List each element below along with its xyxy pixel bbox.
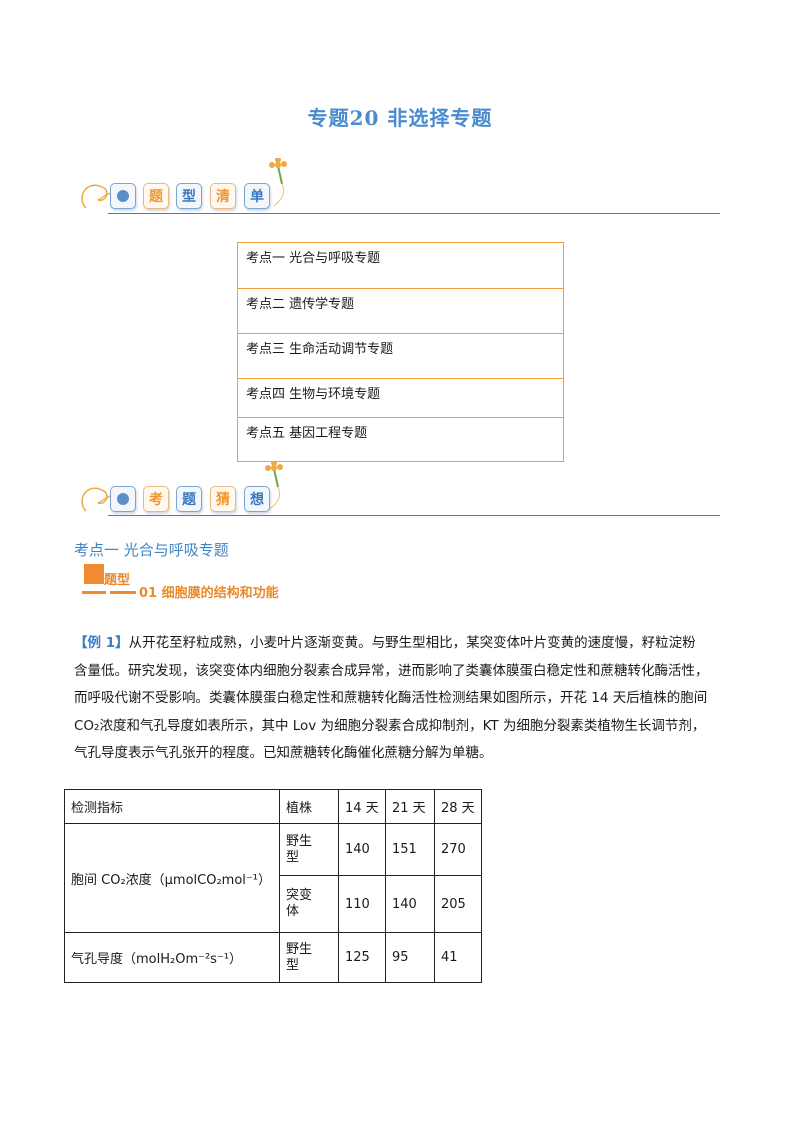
table-cell-metric: 气孔导度（molH₂Om⁻²s⁻¹）: [64, 932, 280, 983]
banner-char-2: 型: [176, 183, 202, 209]
banner-divider: [108, 515, 720, 516]
banner-char-2: 题: [176, 486, 202, 512]
table-cell: 110: [338, 875, 386, 933]
table-cell: 140: [338, 823, 386, 876]
table-row: 胞间 CO₂浓度（μmolCO₂mol⁻¹） 野生型 140 151 270: [64, 823, 482, 933]
dot-icon: [117, 493, 129, 505]
table-header-cell: 14 天: [338, 789, 386, 824]
banner-char-3: 猜: [210, 486, 236, 512]
example-line: CO₂浓度和气孔导度如表所示，其中 Lov 为细胞分裂素合成抑制剂，KT 为细胞…: [74, 717, 706, 734]
table-row: 气孔导度（molH₂Om⁻²s⁻¹） 野生型 125 95 41: [64, 932, 482, 983]
type-underline: [82, 591, 106, 594]
example-line: 气孔导度表示气孔张开的程度。已知蔗糖转化酶催化蔗糖分解为单糖。: [74, 745, 493, 761]
example-line: 【例 1】从开花至籽粒成熟，小麦叶片逐渐变黄。与野生型相比，某突变体叶片变黄的速…: [74, 635, 696, 651]
measurement-table: 检测指标 植株 14 天 21 天 28 天 胞间 CO₂浓度（μmolCO₂m…: [64, 789, 482, 983]
table-cell: 125: [338, 932, 386, 983]
dot-icon: [117, 190, 129, 202]
topic-item: 考点四 生物与环境专题: [238, 379, 563, 418]
topic-item: 考点五 基因工程专题: [246, 426, 368, 441]
table-cell: 95: [385, 932, 435, 983]
table-header-cell: 检测指标: [64, 789, 280, 824]
table-row: 突变体 110 140 205: [65, 875, 482, 933]
banner-char-1: 考: [143, 486, 169, 512]
table-cell: 270: [434, 823, 482, 876]
banner-char-3: 清: [210, 183, 236, 209]
table-cell: 野生型: [279, 823, 339, 876]
table-cell: 205: [434, 875, 482, 933]
example-paragraph: 【例 1】从开花至籽粒成熟，小麦叶片逐渐变黄。与野生型相比，某突变体叶片变黄的速…: [74, 630, 734, 768]
table-cell: 140: [385, 875, 435, 933]
banner-dot-box: [110, 486, 136, 512]
type-label: 题型: [104, 573, 131, 588]
table-header-cell: 植株: [279, 789, 339, 824]
banner-char-4: 单: [244, 183, 270, 209]
example-line: 而呼吸代谢不受影响。类囊体膜蛋白稳定性和蔗糖转化酶活性检测结果如图所示，开花 1…: [74, 690, 708, 706]
table-cell: 151: [385, 823, 435, 876]
table-header-row: 检测指标 植株 14 天 21 天 28 天: [64, 789, 482, 824]
section-title: 考点一 光合与呼吸专题: [74, 541, 229, 559]
topic-item: 考点一 光合与呼吸专题: [238, 243, 563, 289]
topic-item: 考点二 遗传学专题: [238, 289, 563, 334]
table-cell: 野生型: [279, 932, 339, 983]
table-header-cell: 28 天: [434, 789, 482, 824]
banner-char-1: 题: [143, 183, 169, 209]
banner-divider: [108, 213, 720, 214]
page-title: 专题20 非选择专题: [307, 106, 493, 130]
example-line: 含量低。研究发现，该突变体内细胞分裂素合成异常，进而影响了类囊体膜蛋白稳定性和蔗…: [74, 662, 709, 679]
table-cell: 41: [434, 932, 482, 983]
table-cell: 突变体: [279, 875, 339, 933]
example-tag: 【例 1】: [74, 635, 129, 651]
banner-dot-box: [110, 183, 136, 209]
table-header-cell: 21 天: [385, 789, 435, 824]
topic-item: 考点三 生命活动调节专题: [238, 334, 563, 379]
topic-list: 考点一 光合与呼吸专题 考点二 遗传学专题 考点三 生命活动调节专题 考点四 生…: [237, 242, 564, 462]
table-cell-metric: 胞间 CO₂浓度（μmolCO₂mol⁻¹）: [64, 823, 280, 933]
banner-char-4: 想: [244, 486, 270, 512]
banner-swirl-icon: [81, 158, 287, 209]
type-badge-icon: [84, 564, 104, 584]
type-underline: [110, 591, 136, 594]
type-title: 01 细胞膜的结构和功能: [139, 586, 279, 601]
